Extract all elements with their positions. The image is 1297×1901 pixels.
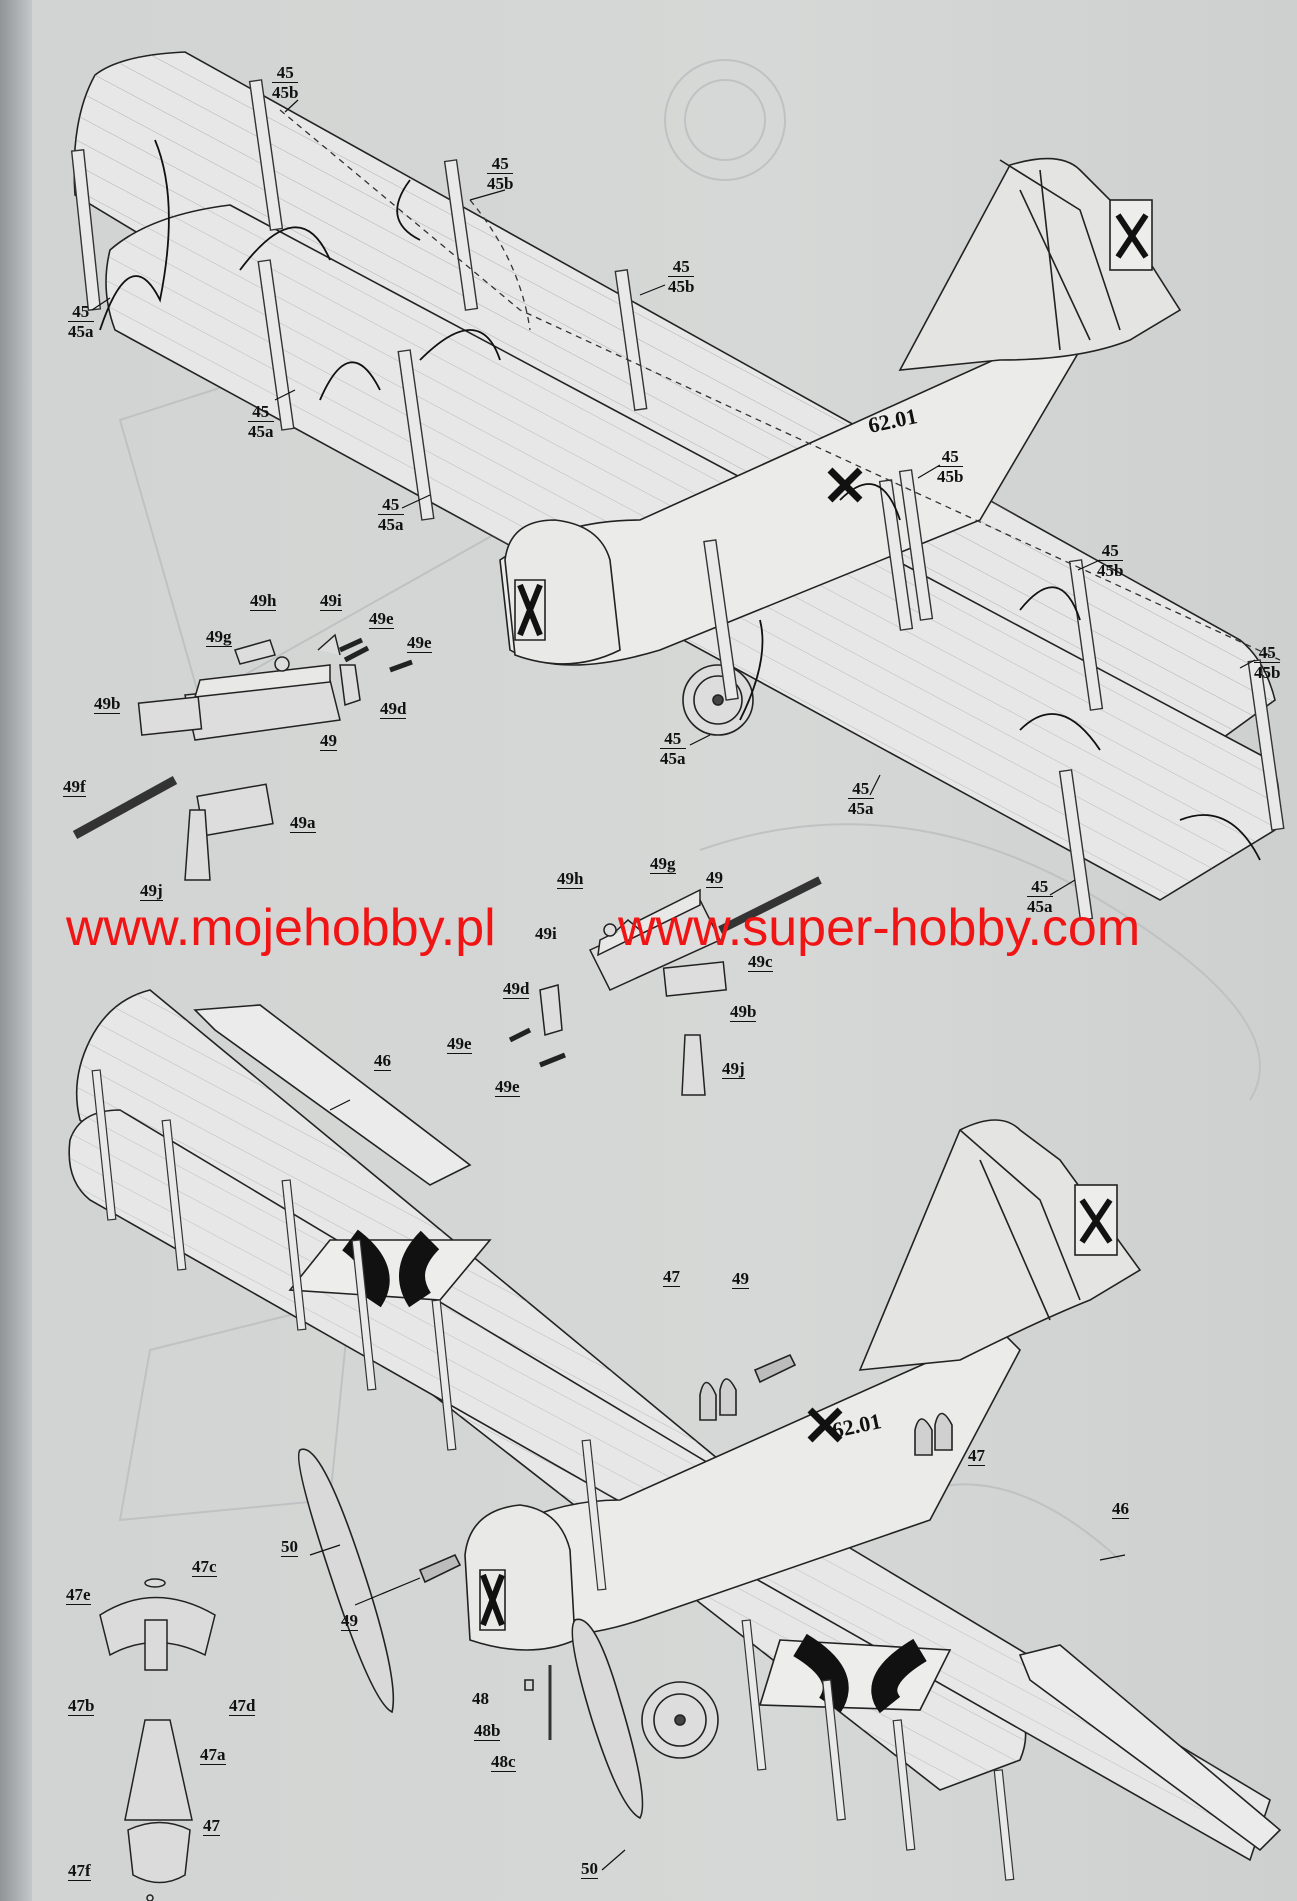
part-label: 47f <box>68 1861 91 1881</box>
part-label: 49d <box>380 699 407 719</box>
part-label: 49e <box>369 609 394 629</box>
part-label: 47 <box>663 1267 680 1287</box>
part-label: 49 <box>341 1611 358 1631</box>
mg-parts-middle <box>508 876 822 1096</box>
part-label: 49e <box>447 1034 472 1054</box>
part-label: 50 <box>281 1537 298 1557</box>
part-label: 46 <box>374 1051 391 1071</box>
part-47-exploded <box>99 1578 216 1901</box>
part-label: 50 <box>581 1859 598 1879</box>
bottom-tail <box>858 1119 1142 1371</box>
part-label: 49b <box>94 694 121 714</box>
part-label: 49c <box>748 952 773 972</box>
top-aircraft <box>70 51 1285 921</box>
watermark-super-hobby: www.super-hobby.com <box>618 899 1141 957</box>
part-label: 49i <box>320 591 342 611</box>
part-label: 49g <box>206 627 232 647</box>
part-label: 47e <box>66 1585 91 1605</box>
part-label: 47b <box>68 1696 95 1716</box>
leader-lines <box>91 99 1256 1871</box>
part-label: 49d <box>503 979 530 999</box>
watermark-mojehobby: www.mojehobby.pl <box>66 899 496 957</box>
part-label: 47 <box>968 1446 985 1466</box>
part-label: 49b <box>730 1002 757 1022</box>
part-label: 47 <box>203 1816 220 1836</box>
part-label: 48 <box>472 1689 489 1708</box>
part-label: 48c <box>491 1752 516 1772</box>
part-label: 49j <box>722 1059 745 1079</box>
mg-parts-left <box>72 633 413 881</box>
part-label: 49e <box>495 1077 520 1097</box>
part-label: 49j <box>140 881 163 901</box>
part-label: 49e <box>407 633 432 653</box>
part-label: 49h <box>557 869 584 889</box>
part-label: 47c <box>192 1557 217 1577</box>
part-label: 49 <box>320 731 337 751</box>
assembly-arrows <box>99 139 1261 861</box>
part-label: 49a <box>290 813 316 833</box>
part-label: 49i <box>535 924 557 943</box>
part-label: 49g <box>650 854 676 874</box>
part-label: 47d <box>229 1696 256 1716</box>
part-label: 49f <box>63 777 86 797</box>
bottom-aircraft <box>68 989 1282 1881</box>
part-label: 49 <box>732 1269 749 1289</box>
part-label: 49h <box>250 591 277 611</box>
part-label: 47a <box>200 1745 226 1765</box>
part-label: 48b <box>474 1721 501 1741</box>
book-spine-shadow <box>0 0 32 1901</box>
part-label: 46 <box>1112 1499 1129 1519</box>
part-label: 49 <box>706 868 723 888</box>
